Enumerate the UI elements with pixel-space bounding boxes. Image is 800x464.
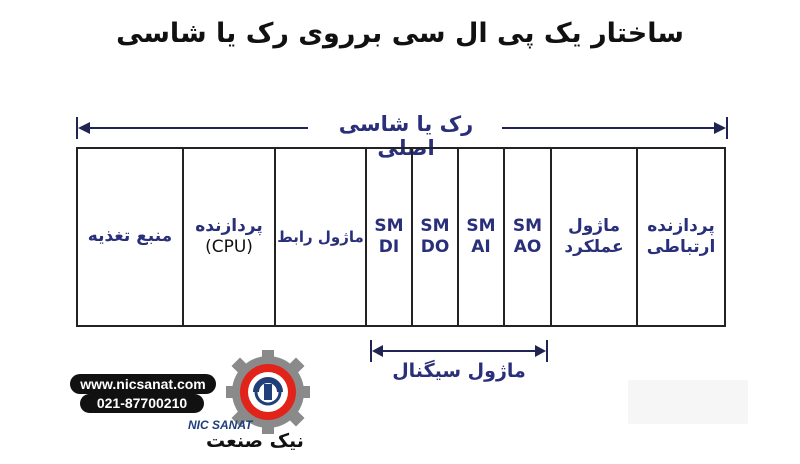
slot-sublabel: ارتباطی (646, 237, 716, 257)
span-right-tick (726, 117, 728, 139)
slot-sm-ai: SM AI (459, 149, 505, 325)
slot-label: ماژول رابط (277, 227, 364, 246)
rack-chassis: منبع تغذیه پردازنده (CPU) ماژول رابط SM … (76, 147, 726, 327)
slot-communication-processor: پردازنده ارتباطی (638, 149, 724, 325)
slot-label: SM (466, 215, 496, 236)
arrow-left-icon (372, 345, 383, 357)
slot-label: SM (512, 215, 543, 236)
arrow-right-icon (714, 122, 726, 134)
brand-name-en: NIC SANAT (188, 418, 253, 432)
slot-sublabel: (CPU) (205, 237, 253, 257)
slot-sm-ao: SM AO (505, 149, 552, 325)
slot-sublabel: DI (378, 237, 400, 257)
span-left-tick (76, 117, 78, 139)
signal-module-label: ماژول سیگنال (392, 360, 526, 382)
signal-span-line (380, 350, 538, 352)
rack-span-indicator: رک یا شاسی اصلی (76, 112, 728, 160)
page-title: ساختار یک پی ال سی برروی رک یا شاسی (116, 18, 684, 49)
slot-cpu: پردازنده (CPU) (184, 149, 276, 325)
slot-sublabel: DO (420, 237, 450, 257)
slot-label: پردازنده (195, 215, 263, 236)
brand-name-fa: نیک صنعت (206, 430, 304, 452)
slot-interface-module: ماژول رابط (276, 149, 367, 325)
slot-sm-di: SM DI (367, 149, 413, 325)
slot-sm-do: SM DO (413, 149, 459, 325)
arrow-right-icon (535, 345, 546, 357)
slot-function-module: ماژول عملکرد (552, 149, 638, 325)
slot-power-supply: منبع تغذیه (78, 149, 184, 325)
nicsanat-logo-icon (226, 350, 310, 434)
signal-right-tick (546, 340, 548, 362)
slot-label: ماژول (567, 215, 620, 236)
slot-label: پردازنده (647, 215, 715, 236)
slot-sublabel: عملکرد (564, 237, 624, 257)
phone-badge: 021-87700210 (80, 394, 204, 413)
signal-left-tick (370, 340, 372, 362)
slot-label: منبع تغذیه (87, 226, 173, 247)
watermark-box (628, 380, 748, 424)
slot-sublabel: AI (471, 237, 491, 257)
website-badge: www.nicsanat.com (70, 374, 216, 394)
span-line-left (84, 127, 308, 129)
slot-label: SM (374, 215, 404, 236)
span-line-right (502, 127, 720, 129)
slot-label: SM (420, 215, 450, 236)
signal-span-indicator (370, 340, 548, 362)
slot-sublabel: AO (513, 237, 542, 257)
